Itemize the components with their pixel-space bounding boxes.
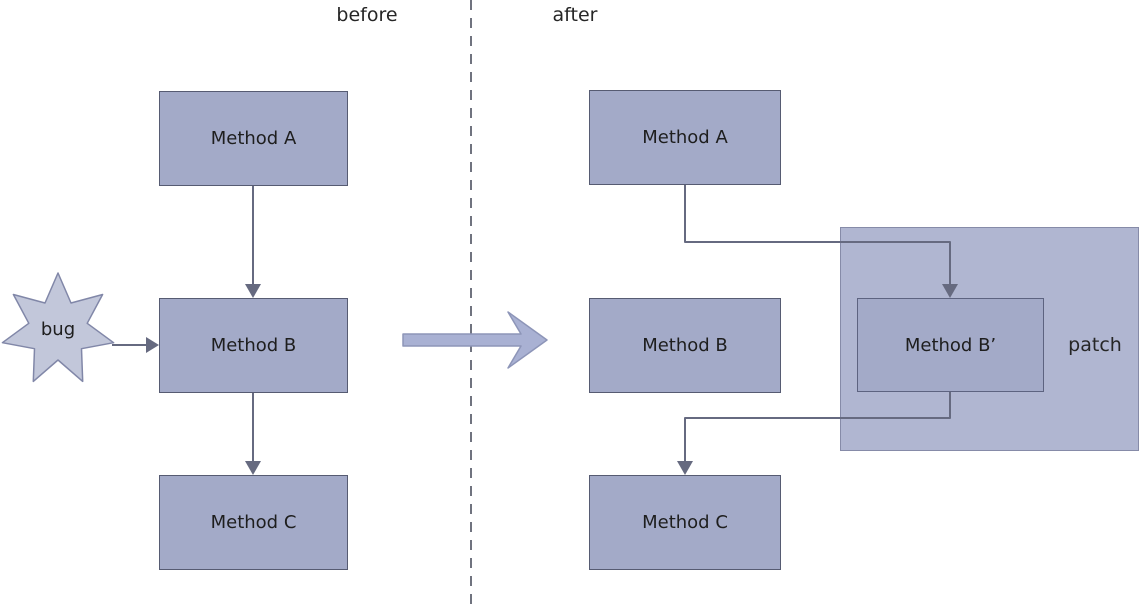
- node-method-b-after: Method B: [589, 298, 781, 393]
- node-method-b-prime: Method B’: [857, 298, 1044, 392]
- after-label: after: [552, 4, 598, 26]
- connector-bug-to-method-b: [112, 337, 159, 353]
- before-label: before: [336, 4, 398, 26]
- node-method-c-after: Method C: [589, 475, 781, 570]
- transform-arrow-icon: [402, 311, 548, 369]
- connector-b-to-c-before: [245, 393, 261, 475]
- node-method-a-before: Method A: [159, 91, 348, 186]
- bug-label: bug: [40, 319, 76, 340]
- node-method-b-before: Method B: [159, 298, 348, 393]
- node-method-a-after: Method A: [589, 90, 781, 185]
- patch-label: patch: [1068, 334, 1122, 356]
- node-method-c-before: Method C: [159, 475, 348, 570]
- connector-a-to-b-before: [245, 186, 261, 298]
